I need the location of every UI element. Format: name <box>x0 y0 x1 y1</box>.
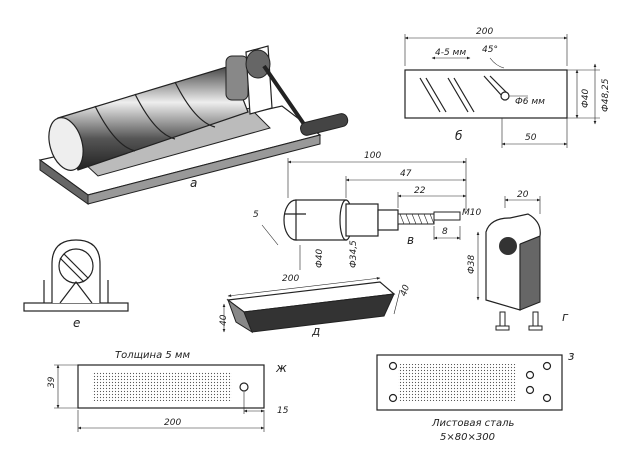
view-a-assembly: а <box>38 45 349 205</box>
dim-v-thread: М10 <box>462 208 481 218</box>
label-b: б <box>455 129 463 143</box>
dim-b-end: 50 <box>525 133 537 143</box>
dim-v-total: 100 <box>364 151 381 161</box>
dim-g-width: 20 <box>517 190 529 200</box>
dim-d-w40a: 40 <box>219 314 229 326</box>
dim-v-mid: 47 <box>400 169 412 179</box>
dim-b-d40: Ф40 <box>581 89 591 108</box>
label-v: в <box>407 233 414 247</box>
view-z-sheet: з Листовая сталь 5×80×300 <box>376 349 574 443</box>
dim-b-d48: Ф48,25 <box>601 78 611 112</box>
view-b-roller: 200 4-5 мм 45° Ф6 мм Ф40 Ф48,25 50 б <box>404 27 611 148</box>
label-d: д <box>311 324 320 338</box>
dim-v-eight: 8 <box>442 227 448 237</box>
dim-b-hole: Ф6 мм <box>515 97 545 107</box>
dim-v-d40: Ф40 <box>315 249 325 268</box>
label-e: е <box>73 316 80 330</box>
view-zh-plate: Толщина 5 мм 39 200 15 ж <box>47 350 289 432</box>
caption-zh: Толщина 5 мм <box>115 350 190 361</box>
dim-b-angle: 45° <box>482 45 498 55</box>
dim-zh-offset: 15 <box>277 406 289 416</box>
view-v-shaft: 100 47 22 М10 8 5 Ф40 Ф34,5 в <box>253 151 481 270</box>
label-a: а <box>190 176 197 190</box>
dim-d-length: 200 <box>282 274 299 284</box>
view-d-trough: 200 40 40 д <box>219 274 412 338</box>
dim-v-thread-len: 22 <box>414 186 426 196</box>
label-z: з <box>568 349 574 363</box>
view-e-support: е <box>23 239 129 330</box>
dim-d-w40b: 40 <box>399 283 412 297</box>
dim-v-d345: Ф34,5 <box>349 240 359 268</box>
dim-zh-length: 200 <box>164 418 181 428</box>
dim-zh-height: 39 <box>47 376 57 388</box>
dim-g-d38: Ф38 <box>467 255 477 274</box>
label-zh: ж <box>275 361 287 375</box>
caption-z-size: 5×80×300 <box>440 432 495 443</box>
caption-z-material: Листовая сталь <box>431 418 515 429</box>
view-g-block: 20 Ф38 г <box>467 190 569 331</box>
label-g: г <box>562 310 569 324</box>
dim-b-length: 200 <box>476 27 493 37</box>
dim-b-slot: 4-5 мм <box>435 48 466 58</box>
dim-v-five: 5 <box>253 210 259 220</box>
